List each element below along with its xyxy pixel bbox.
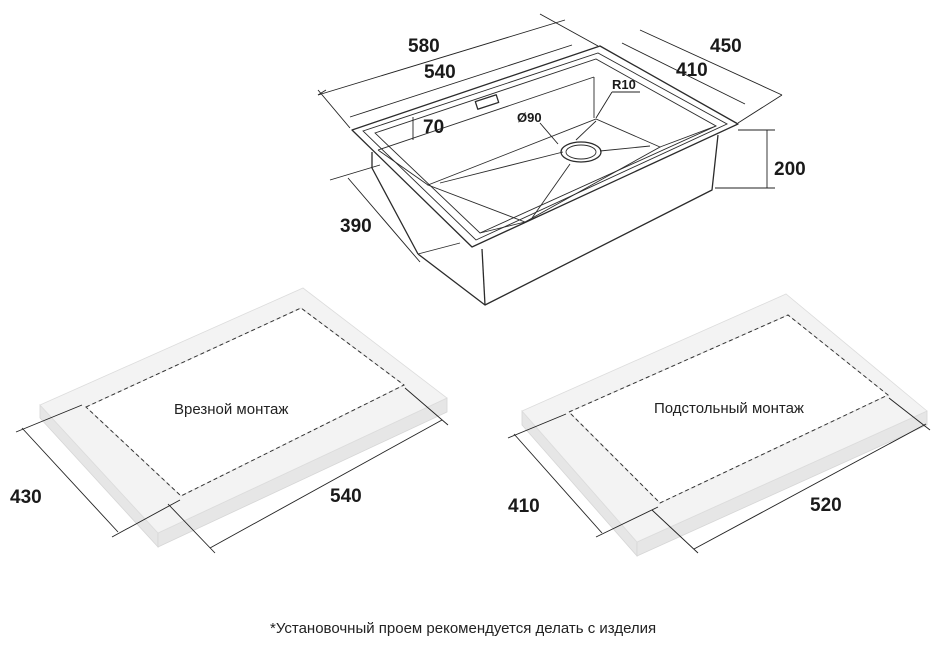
sink-dimensions <box>317 13 783 263</box>
sink-rim-inner <box>362 52 728 241</box>
sink-body-left <box>371 152 419 255</box>
dim-under-mount-length: 520 <box>810 495 842 516</box>
panel-top-mount <box>15 287 449 554</box>
dim-depth: 200 <box>774 159 806 180</box>
dim-under-mount-width: 410 <box>508 496 540 517</box>
dim-length-inner: 540 <box>424 62 456 83</box>
footnote: *Установочный проем рекомендуется делать… <box>270 620 656 637</box>
sink-drawing <box>351 45 739 306</box>
overflow-slot <box>474 94 500 110</box>
dim-top-mount-width: 430 <box>10 487 42 508</box>
sink-bowl-opening <box>374 58 717 234</box>
panel-top-mount-label: Врезной монтаж <box>174 401 288 418</box>
sink-rim-outer <box>351 45 739 248</box>
sink-body-front <box>417 134 719 306</box>
dim-drain: Ø90 <box>517 110 542 125</box>
panel-under-mount <box>507 293 931 558</box>
panel-under-mount-label: Подстольный монтаж <box>654 400 804 417</box>
dim-bowl: 390 <box>340 216 372 237</box>
dim-width-inner: 410 <box>676 60 708 81</box>
drain-hole <box>560 141 602 163</box>
dim-width-outer: 450 <box>710 36 742 57</box>
sink-bowl-bottom <box>426 118 662 223</box>
dim-length-outer: 580 <box>408 36 440 57</box>
dim-radius: R10 <box>612 77 636 92</box>
dim-top-mount-length: 540 <box>330 486 362 507</box>
dim-rim: 70 <box>423 117 444 138</box>
